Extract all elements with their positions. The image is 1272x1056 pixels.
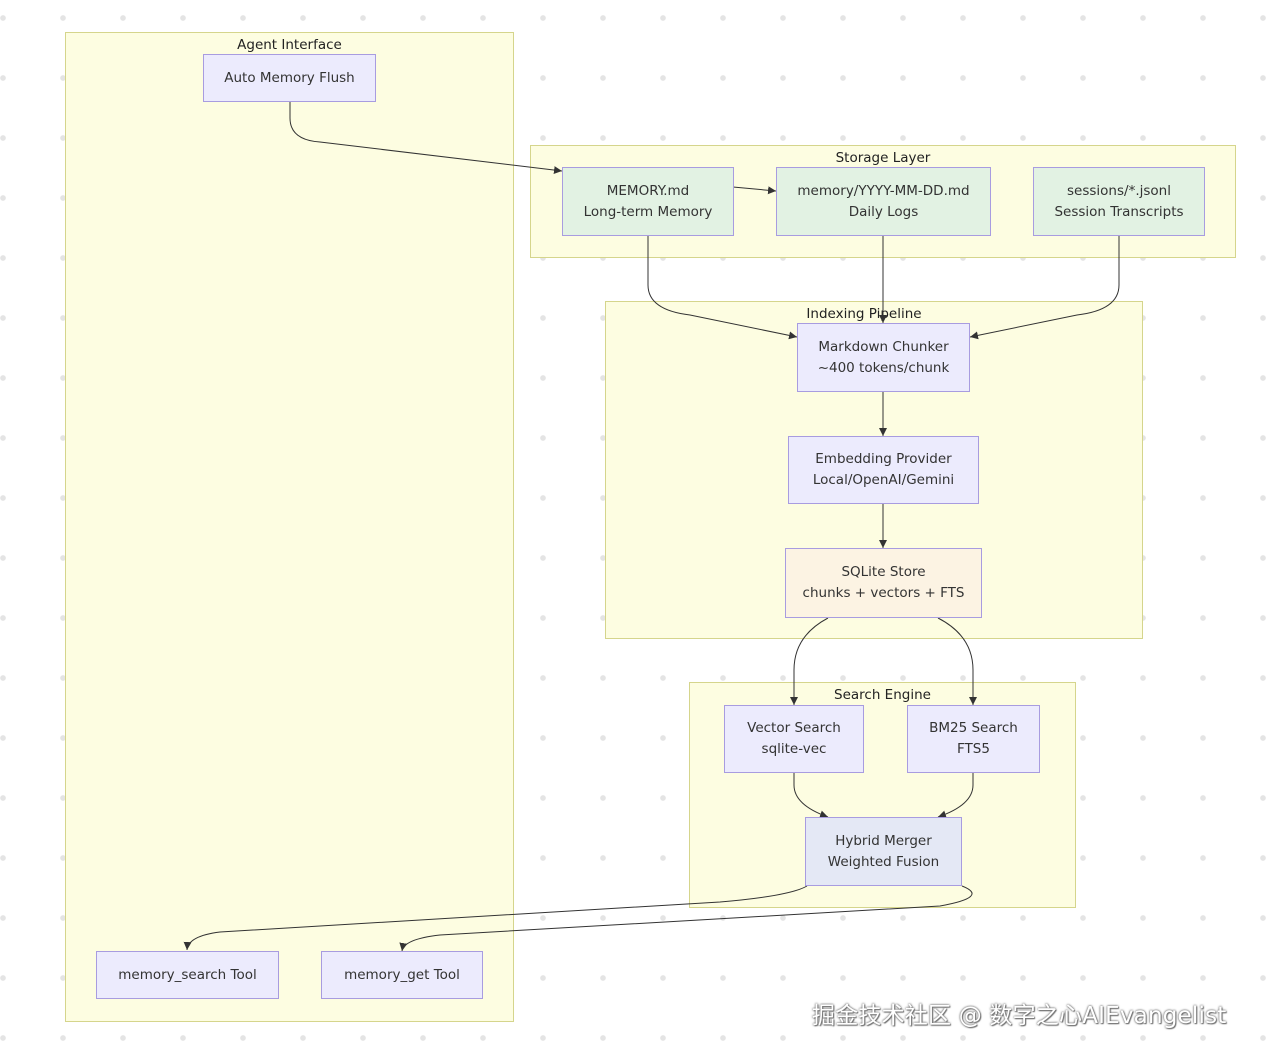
node-sessions-line2: Session Transcripts <box>1054 203 1184 220</box>
node-bm25-search: BM25 Search FTS5 <box>907 705 1040 773</box>
node-daily-logs-line1: memory/YYYY-MM-DD.md <box>797 182 970 199</box>
node-memory-md-line2: Long-term Memory <box>583 203 713 220</box>
node-auto-memory-flush: Auto Memory Flush <box>203 54 376 102</box>
node-auto-memory-flush-label: Auto Memory Flush <box>224 69 355 86</box>
node-memory-search-tool-label: memory_search Tool <box>118 966 257 983</box>
edge-bm25-to-hybrid <box>937 773 974 819</box>
node-hybrid-merger-line2: Weighted Fusion <box>827 853 940 870</box>
subgraph-agent-interface-label: Agent Interface <box>237 37 342 53</box>
node-hybrid-merger: Hybrid Merger Weighted Fusion <box>805 817 962 886</box>
node-vector-search: Vector Search sqlite-vec <box>724 705 864 773</box>
node-daily-logs: memory/YYYY-MM-DD.md Daily Logs <box>776 167 991 236</box>
node-markdown-chunker: Markdown Chunker ~400 tokens/chunk <box>797 323 970 392</box>
edge-vector-to-hybrid <box>793 773 829 819</box>
edge-flush-to-memory-md <box>289 102 563 175</box>
edge-memory-md-to-chunker <box>647 236 798 340</box>
node-sessions: sessions/*.jsonl Session Transcripts <box>1033 167 1205 236</box>
node-bm25-search-line2: FTS5 <box>957 741 990 757</box>
watermark-text: 掘金技术社区 @ 数字之心AIEvangelist <box>812 1003 1227 1029</box>
node-sqlite-store: SQLite Store chunks + vectors + FTS <box>785 548 982 618</box>
subgraph-storage-layer-label: Storage Layer <box>835 150 931 166</box>
node-memory-md-line1: MEMORY.md <box>606 182 690 199</box>
node-embedding-provider-line2: Local/OpenAI/Gemini <box>812 472 955 488</box>
node-memory-get-tool-label: memory_get Tool <box>344 966 460 983</box>
node-vector-search-line2: sqlite-vec <box>761 741 827 757</box>
node-bm25-search-line1: BM25 Search <box>929 720 1018 736</box>
node-sessions-line1: sessions/*.jsonl <box>1067 182 1171 199</box>
subgraph-indexing-pipeline-label: Indexing Pipeline <box>806 306 922 322</box>
node-embedding-provider: Embedding Provider Local/OpenAI/Gemini <box>788 436 979 504</box>
node-sqlite-store-line2: chunks + vectors + FTS <box>802 585 965 601</box>
edge-hybrid-to-get-tool <box>399 885 973 952</box>
edge-hybrid-to-search-tool <box>183 885 808 951</box>
edge-sessions-to-chunker <box>969 236 1120 340</box>
node-markdown-chunker-line2: ~400 tokens/chunk <box>817 359 950 376</box>
node-memory-md: MEMORY.md Long-term Memory <box>562 167 734 236</box>
node-hybrid-merger-line1: Hybrid Merger <box>835 832 932 849</box>
node-memory-get-tool: memory_get Tool <box>321 951 483 999</box>
subgraph-search-engine-label: Search Engine <box>834 687 931 703</box>
edge-sqlite-to-vector <box>790 617 829 705</box>
edge-sqlite-to-bm25 <box>937 617 977 705</box>
edge-memory-md-to-daily-logs <box>732 186 777 195</box>
node-embedding-provider-line1: Embedding Provider <box>815 451 952 467</box>
node-sqlite-store-line1: SQLite Store <box>841 564 926 580</box>
subgraph-agent-interface: Agent Interface <box>65 32 514 1022</box>
node-memory-search-tool: memory_search Tool <box>96 951 279 999</box>
node-markdown-chunker-line1: Markdown Chunker <box>818 338 949 355</box>
node-vector-search-line1: Vector Search <box>747 720 841 736</box>
node-daily-logs-line2: Daily Logs <box>848 203 919 220</box>
